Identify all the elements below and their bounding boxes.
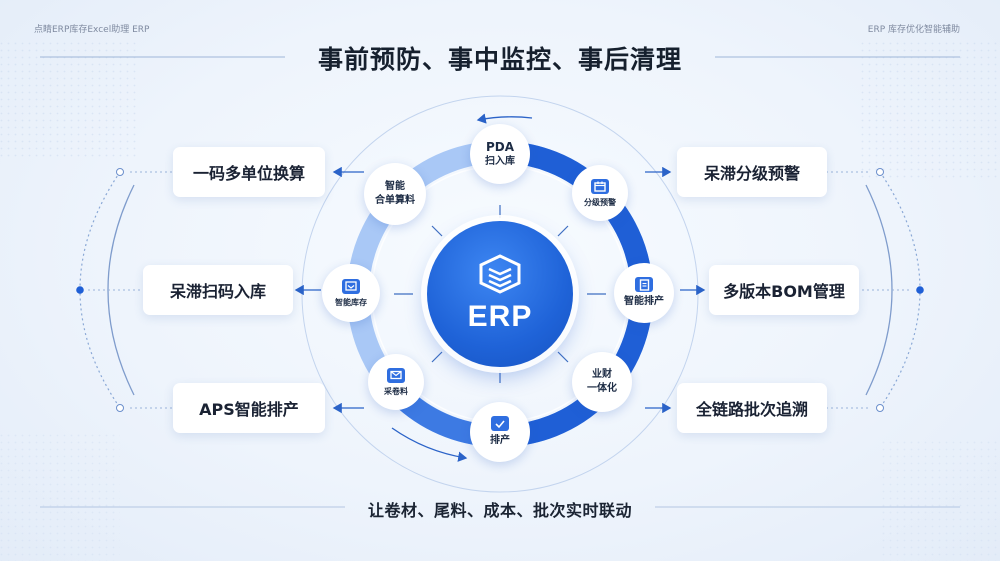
node-coil-purchase-label: 采卷料 — [384, 386, 408, 396]
node-finance-integration[interactable]: 业财 一体化 — [572, 352, 632, 412]
card-bom-versions[interactable]: 多版本BOM管理 — [709, 265, 859, 315]
node-pda-line1: PDA — [485, 140, 515, 154]
header-left-text: 点睛ERP库存Excel助理 ERP — [34, 25, 150, 35]
spoke-bl — [431, 351, 443, 363]
dot-texture-bottom-right — [880, 440, 1000, 561]
bracket-left-dot-mid — [76, 286, 84, 294]
erp-layers-icon — [477, 254, 523, 298]
erp-core: ERP — [427, 221, 573, 367]
node-scheduling[interactable]: 排产 — [470, 402, 530, 462]
check-box-icon — [491, 416, 509, 431]
card-batch-traceability[interactable]: 全链路批次追溯 — [677, 383, 827, 433]
node-coil-purchase[interactable]: 采卷料 — [368, 354, 424, 410]
node-pda-line2: 扫入库 — [485, 156, 515, 167]
node-smart-inventory-label: 智能库存 — [335, 297, 367, 307]
bracket-left-dot-top — [116, 168, 124, 176]
node-merge-line1: 智能 — [385, 181, 405, 192]
envelope-icon — [387, 367, 405, 383]
spoke-tr — [557, 225, 569, 237]
calendar-icon — [591, 178, 609, 194]
card-stagnant-scan-inbound[interactable]: 呆滞扫码入库 — [143, 265, 293, 315]
header-right-text: ERP 库存优化智能辅助 — [867, 25, 960, 35]
document-icon — [635, 277, 653, 292]
card-stagnant-alert[interactable]: 呆滞分级预警 — [677, 147, 827, 197]
bracket-left-dot-bottom — [116, 404, 124, 412]
node-scheduling-label: 排产 — [490, 435, 510, 446]
flow-arrow-bottom — [391, 427, 468, 462]
node-finance-line2: 一体化 — [587, 383, 617, 394]
node-finance-line1: 业财 — [592, 369, 612, 380]
erp-label: ERP — [467, 300, 533, 333]
node-smart-scheduling-label: 智能排产 — [624, 296, 664, 307]
dot-texture-left — [0, 40, 140, 160]
flow-arrow-top — [476, 113, 533, 124]
node-pda-inbound[interactable]: PDA 扫入库 — [470, 124, 530, 184]
node-tiered-alert-label: 分级预警 — [584, 197, 616, 207]
card-aps-scheduling[interactable]: APS智能排产 — [173, 383, 325, 433]
bracket-right-dot-mid — [916, 286, 924, 294]
card-unit-conversion[interactable]: 一码多单位换算 — [173, 147, 325, 197]
node-tiered-alert[interactable]: 分级预警 — [572, 165, 628, 221]
node-order-merge-calc[interactable]: 智能 合单算料 — [364, 163, 426, 225]
spoke-tl — [431, 225, 443, 237]
page-subtitle: 让卷材、尾料、成本、批次实时联动 — [367, 501, 632, 520]
bracket-right-dot-bottom — [876, 404, 884, 412]
node-merge-line2: 合单算料 — [375, 195, 415, 206]
node-smart-inventory[interactable]: 智能库存 — [322, 264, 380, 322]
bracket-right-dot-top — [876, 168, 884, 176]
node-smart-scheduling[interactable]: 智能排产 — [614, 263, 674, 323]
bracket-left-inner — [107, 184, 135, 396]
inbox-icon — [342, 278, 360, 294]
bracket-right-outer — [879, 171, 921, 409]
dot-texture-right — [860, 40, 1000, 180]
spoke-br — [557, 351, 569, 363]
page-title: 事前预防、事中监控、事后清理 — [317, 45, 682, 74]
dot-texture-bottom-left — [0, 430, 120, 561]
